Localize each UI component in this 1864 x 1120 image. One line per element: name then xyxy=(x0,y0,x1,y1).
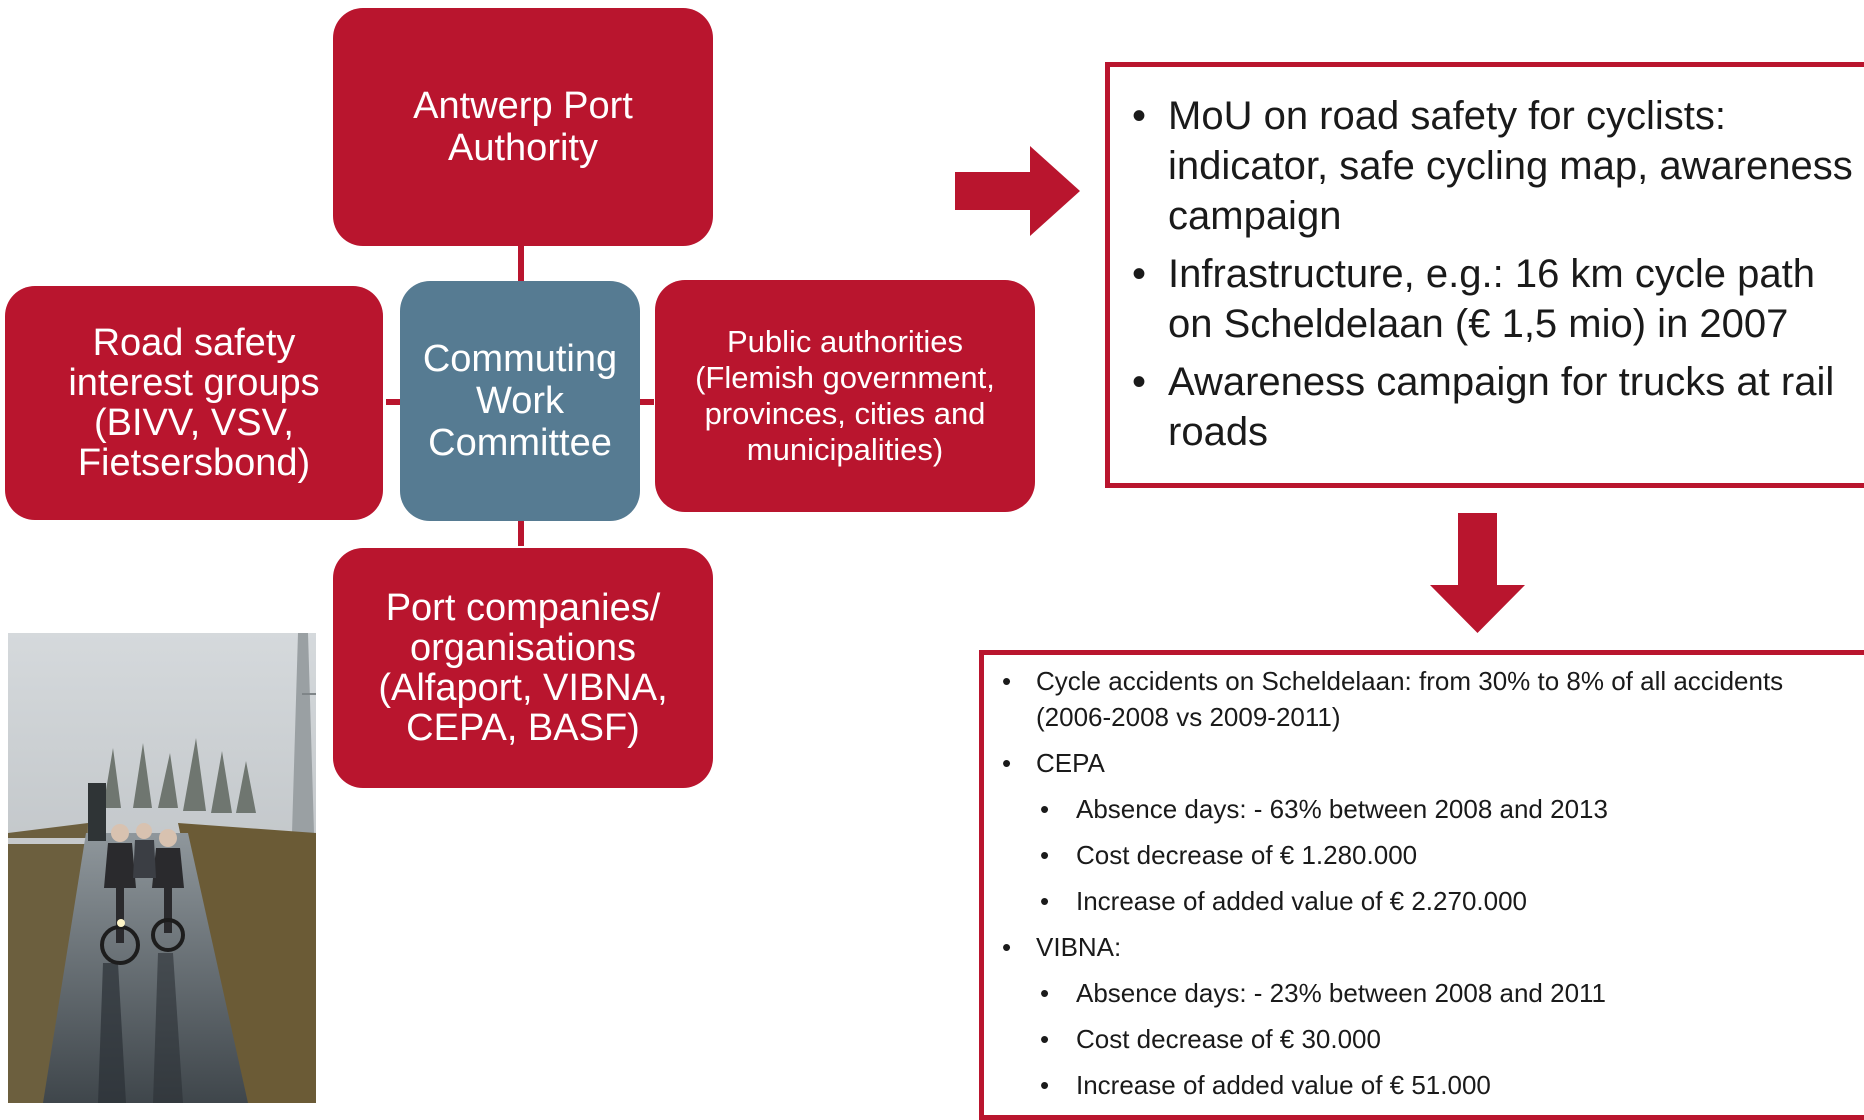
cyclists-photo-image xyxy=(8,633,316,1103)
box-antwerp-port-authority: Antwerp Port Authority xyxy=(333,8,713,246)
result-cepa-added-value: Increase of added value of € 2.270.000 xyxy=(984,883,1860,919)
box-port-companies: Port companies/ organisations (Alfaport,… xyxy=(333,548,713,788)
box-commuting-work-committee-label: Commuting Work Committee xyxy=(422,338,618,464)
connector-bottom xyxy=(518,520,524,546)
result-cepa-absence: Absence days: - 63% between 2008 and 201… xyxy=(984,791,1860,827)
arrow-down-icon xyxy=(1430,513,1525,633)
connector-right xyxy=(640,399,654,405)
results-panel: Cycle accidents on Scheldelaan: from 30%… xyxy=(979,650,1864,1120)
action-item-mou: MoU on road safety for cyclists: indicat… xyxy=(1110,91,1860,241)
box-port-companies-label: Port companies/ organisations (Alfaport,… xyxy=(378,587,668,749)
arrow-right-icon xyxy=(955,146,1080,236)
result-vibna-cost: Cost decrease of € 30.000 xyxy=(984,1021,1860,1057)
result-vibna-added-value: Increase of added value of € 51.000 xyxy=(984,1067,1860,1103)
box-antwerp-port-authority-label: Antwerp Port Authority xyxy=(413,85,633,169)
actions-panel: MoU on road safety for cyclists: indicat… xyxy=(1105,62,1864,488)
action-item-infrastructure: Infrastructure, e.g.: 16 km cycle path o… xyxy=(1110,249,1860,349)
result-cepa-cost: Cost decrease of € 1.280.000 xyxy=(984,837,1860,873)
cyclists-photo xyxy=(8,633,316,1103)
connector-top xyxy=(518,245,524,281)
box-road-safety-groups: Road safety interest groups (BIVV, VSV, … xyxy=(5,286,383,520)
action-item-awareness: Awareness campaign for trucks at rail ro… xyxy=(1110,357,1860,457)
result-cepa-heading: CEPA xyxy=(984,745,1860,781)
results-list: Cycle accidents on Scheldelaan: from 30%… xyxy=(984,663,1860,1103)
actions-list: MoU on road safety for cyclists: indicat… xyxy=(1110,91,1860,457)
box-road-safety-groups-label: Road safety interest groups (BIVV, VSV, … xyxy=(68,322,320,484)
box-commuting-work-committee: Commuting Work Committee xyxy=(400,281,640,521)
box-public-authorities-label: Public authorities (Flemish government, … xyxy=(695,324,995,467)
box-public-authorities: Public authorities (Flemish government, … xyxy=(655,280,1035,512)
result-cycle-accidents: Cycle accidents on Scheldelaan: from 30%… xyxy=(984,663,1860,735)
result-vibna-absence: Absence days: - 23% between 2008 and 201… xyxy=(984,975,1860,1011)
connector-left xyxy=(386,399,400,405)
result-vibna-heading: VIBNA: xyxy=(984,929,1860,965)
